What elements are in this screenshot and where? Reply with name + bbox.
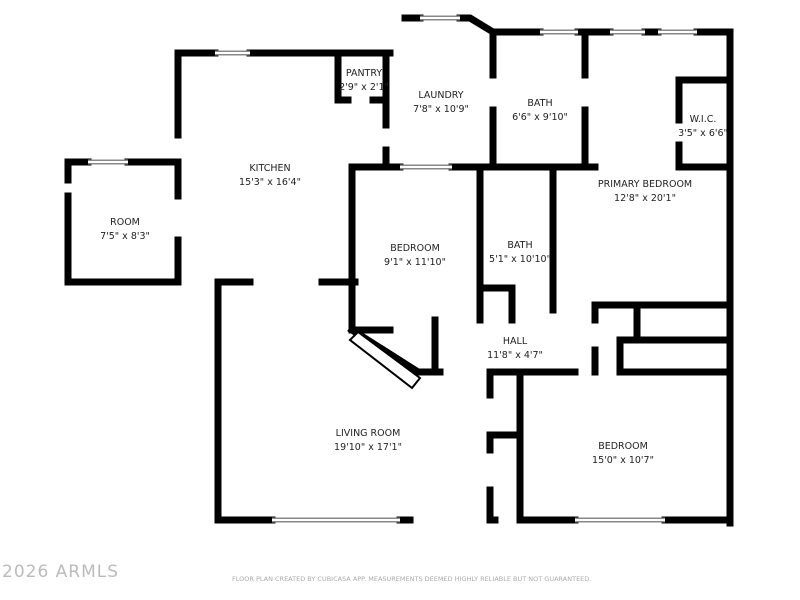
wall-segment (675, 141, 734, 171)
wall-segment (334, 49, 352, 104)
wall-segment (214, 278, 276, 524)
wall-segment (64, 192, 182, 286)
wall-segment (476, 284, 516, 324)
watermark: 2026 ARMLS (2, 562, 120, 582)
disclaimer: FLOOR PLAN CREATED BY CUBICASA APP. MEAS… (232, 575, 592, 583)
room-label-wic: W.I.C.3'5" x 6'6" (678, 114, 728, 139)
fireplace (348, 330, 422, 390)
wall-segment (456, 14, 498, 37)
